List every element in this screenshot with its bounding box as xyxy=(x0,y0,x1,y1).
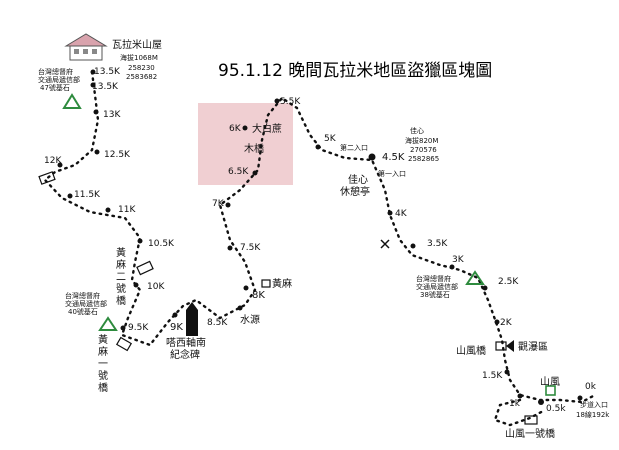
jiaxin-coord2: 2582865 xyxy=(408,155,439,163)
km-11-5: 11.5K xyxy=(74,190,101,200)
jiaxin-rest-1: 佳心 xyxy=(348,173,368,186)
place-shanfeng1: 山風一號橋 xyxy=(505,427,555,440)
km-4: 4K xyxy=(395,209,408,219)
km-6: 6K xyxy=(229,124,242,134)
place-huangma-source: 水源 xyxy=(240,313,260,326)
place-huangma2-e: 橋 xyxy=(116,294,126,307)
marker-38-line3: 38號基石 xyxy=(420,290,450,299)
km-3-5: 3.5K xyxy=(427,239,448,249)
km-10: 10K xyxy=(147,282,165,292)
marker-40-line1: 台灣總督府 xyxy=(65,291,100,300)
km-7-5: 7.5K xyxy=(240,243,261,253)
huangma-hut-icon xyxy=(261,279,271,288)
bridge-huangma2-icon xyxy=(136,260,154,276)
map-title: 95.1.12 晚間瓦拉米地區盜獵區塊圖 xyxy=(218,61,492,81)
bridge-huangma1-icon xyxy=(115,336,133,352)
lodge-elevation: 海拔1068M xyxy=(120,53,158,62)
marker-38-line2: 交通局遞信部 xyxy=(416,282,458,291)
km-13: 13K xyxy=(103,110,121,120)
km-12: 12K xyxy=(44,156,62,166)
shanfeng-station-icon xyxy=(545,385,556,396)
place-huangma: 黃麻 xyxy=(272,277,292,290)
km-13-5a: 13.5K xyxy=(94,67,121,77)
place-huangma1-e: 橋 xyxy=(98,381,108,394)
km-1: 1k xyxy=(509,399,521,409)
entrance-first: 第一入口 xyxy=(378,169,406,178)
lodge-icon xyxy=(64,33,108,61)
place-huangma2-d: 號 xyxy=(116,282,126,295)
triangle-marker-40-icon xyxy=(98,316,118,331)
place-huangma1-c: 一 xyxy=(98,359,108,370)
lodge-name: 瓦拉米山屋 xyxy=(112,38,162,51)
km-2-5: 2.5K xyxy=(498,277,519,287)
bridge-shanfeng1-icon xyxy=(524,415,538,425)
jiaxin-rest-2: 休憩亭 xyxy=(340,185,370,198)
marker-47-line2: 交通局遞信部 xyxy=(38,75,80,84)
place-mujiao-1: 木橋 xyxy=(244,142,264,155)
km-9-5: 9.5K xyxy=(128,323,149,333)
entrance-trailhead-2: 18線192k xyxy=(576,410,610,419)
jiaxin-name: 佳心 xyxy=(410,126,424,135)
km-8: 8K xyxy=(252,290,265,301)
km-5: 5K xyxy=(324,134,337,144)
marker-40-line3: 40號基石 xyxy=(68,307,98,316)
cross-mark-icon xyxy=(380,239,390,249)
jiaxin-elevation: 海拔820M xyxy=(405,136,438,145)
entrance-second: 第二入口 xyxy=(340,143,368,152)
km-9: 9K xyxy=(170,322,183,333)
place-shanfeng: 山風 xyxy=(540,376,560,388)
trail-path xyxy=(43,70,597,404)
km-3: 3K xyxy=(452,255,465,265)
km-dots xyxy=(57,69,583,405)
place-huangma1-a: 黃 xyxy=(98,333,108,346)
place-huangma1-b: 麻 xyxy=(98,345,108,358)
km-0: 0k xyxy=(585,382,597,392)
poaching-highlight-area xyxy=(198,103,293,185)
place-memorial-2: 紀念碑 xyxy=(170,348,200,361)
memorial-monument-icon xyxy=(186,302,198,336)
entrance-trailhead-1: 步道入口 xyxy=(580,400,608,409)
viewpoint-icon xyxy=(506,340,514,352)
km-12-5: 12.5K xyxy=(104,150,131,160)
km-10-5: 10.5K xyxy=(148,239,175,249)
place-huangma1-d: 號 xyxy=(98,369,108,382)
jiaxin-coord1: 270576 xyxy=(410,146,437,154)
place-huangma2-b: 麻 xyxy=(116,258,126,271)
km-0-5: 0.5k xyxy=(546,404,566,414)
place-guanpu: 觀瀑區 xyxy=(518,341,548,353)
place-shanfeng-bridge: 山風橋 xyxy=(456,344,486,357)
bridge-12k-icon xyxy=(38,171,56,185)
km-7: 7K xyxy=(212,199,225,209)
place-huangma2-a: 黃 xyxy=(116,246,126,259)
triangle-marker-47-icon xyxy=(62,93,82,109)
km-13-5b: 13.5K xyxy=(92,82,119,92)
place-memorial-1: 嗒西軸南 xyxy=(166,336,206,349)
km-11: 11K xyxy=(118,205,136,215)
km-1-5: 1.5K xyxy=(482,371,503,381)
km-8-5: 8.5K xyxy=(207,318,228,328)
km-5-5: 5.5K xyxy=(280,97,301,107)
place-dabaisu: 大白蔗 xyxy=(252,122,282,135)
marker-47-line1: 台灣總督府 xyxy=(38,67,73,76)
lodge-coord1: 258230 xyxy=(128,64,155,72)
marker-47-line3: 47號基石 xyxy=(40,83,70,92)
lodge-coord2: 2583682 xyxy=(126,73,157,81)
marker-40-line2: 交通局遞信部 xyxy=(65,299,107,308)
triangle-marker-38-icon xyxy=(465,270,485,285)
trail-end-loop xyxy=(493,398,547,427)
place-huangma2-c: 二 xyxy=(116,272,126,283)
marker-38-line1: 台灣總督府 xyxy=(416,274,451,283)
km-4-5: 4.5K xyxy=(382,152,405,163)
km-2: 2K xyxy=(500,318,513,328)
km-6-5: 6.5K xyxy=(228,167,249,177)
